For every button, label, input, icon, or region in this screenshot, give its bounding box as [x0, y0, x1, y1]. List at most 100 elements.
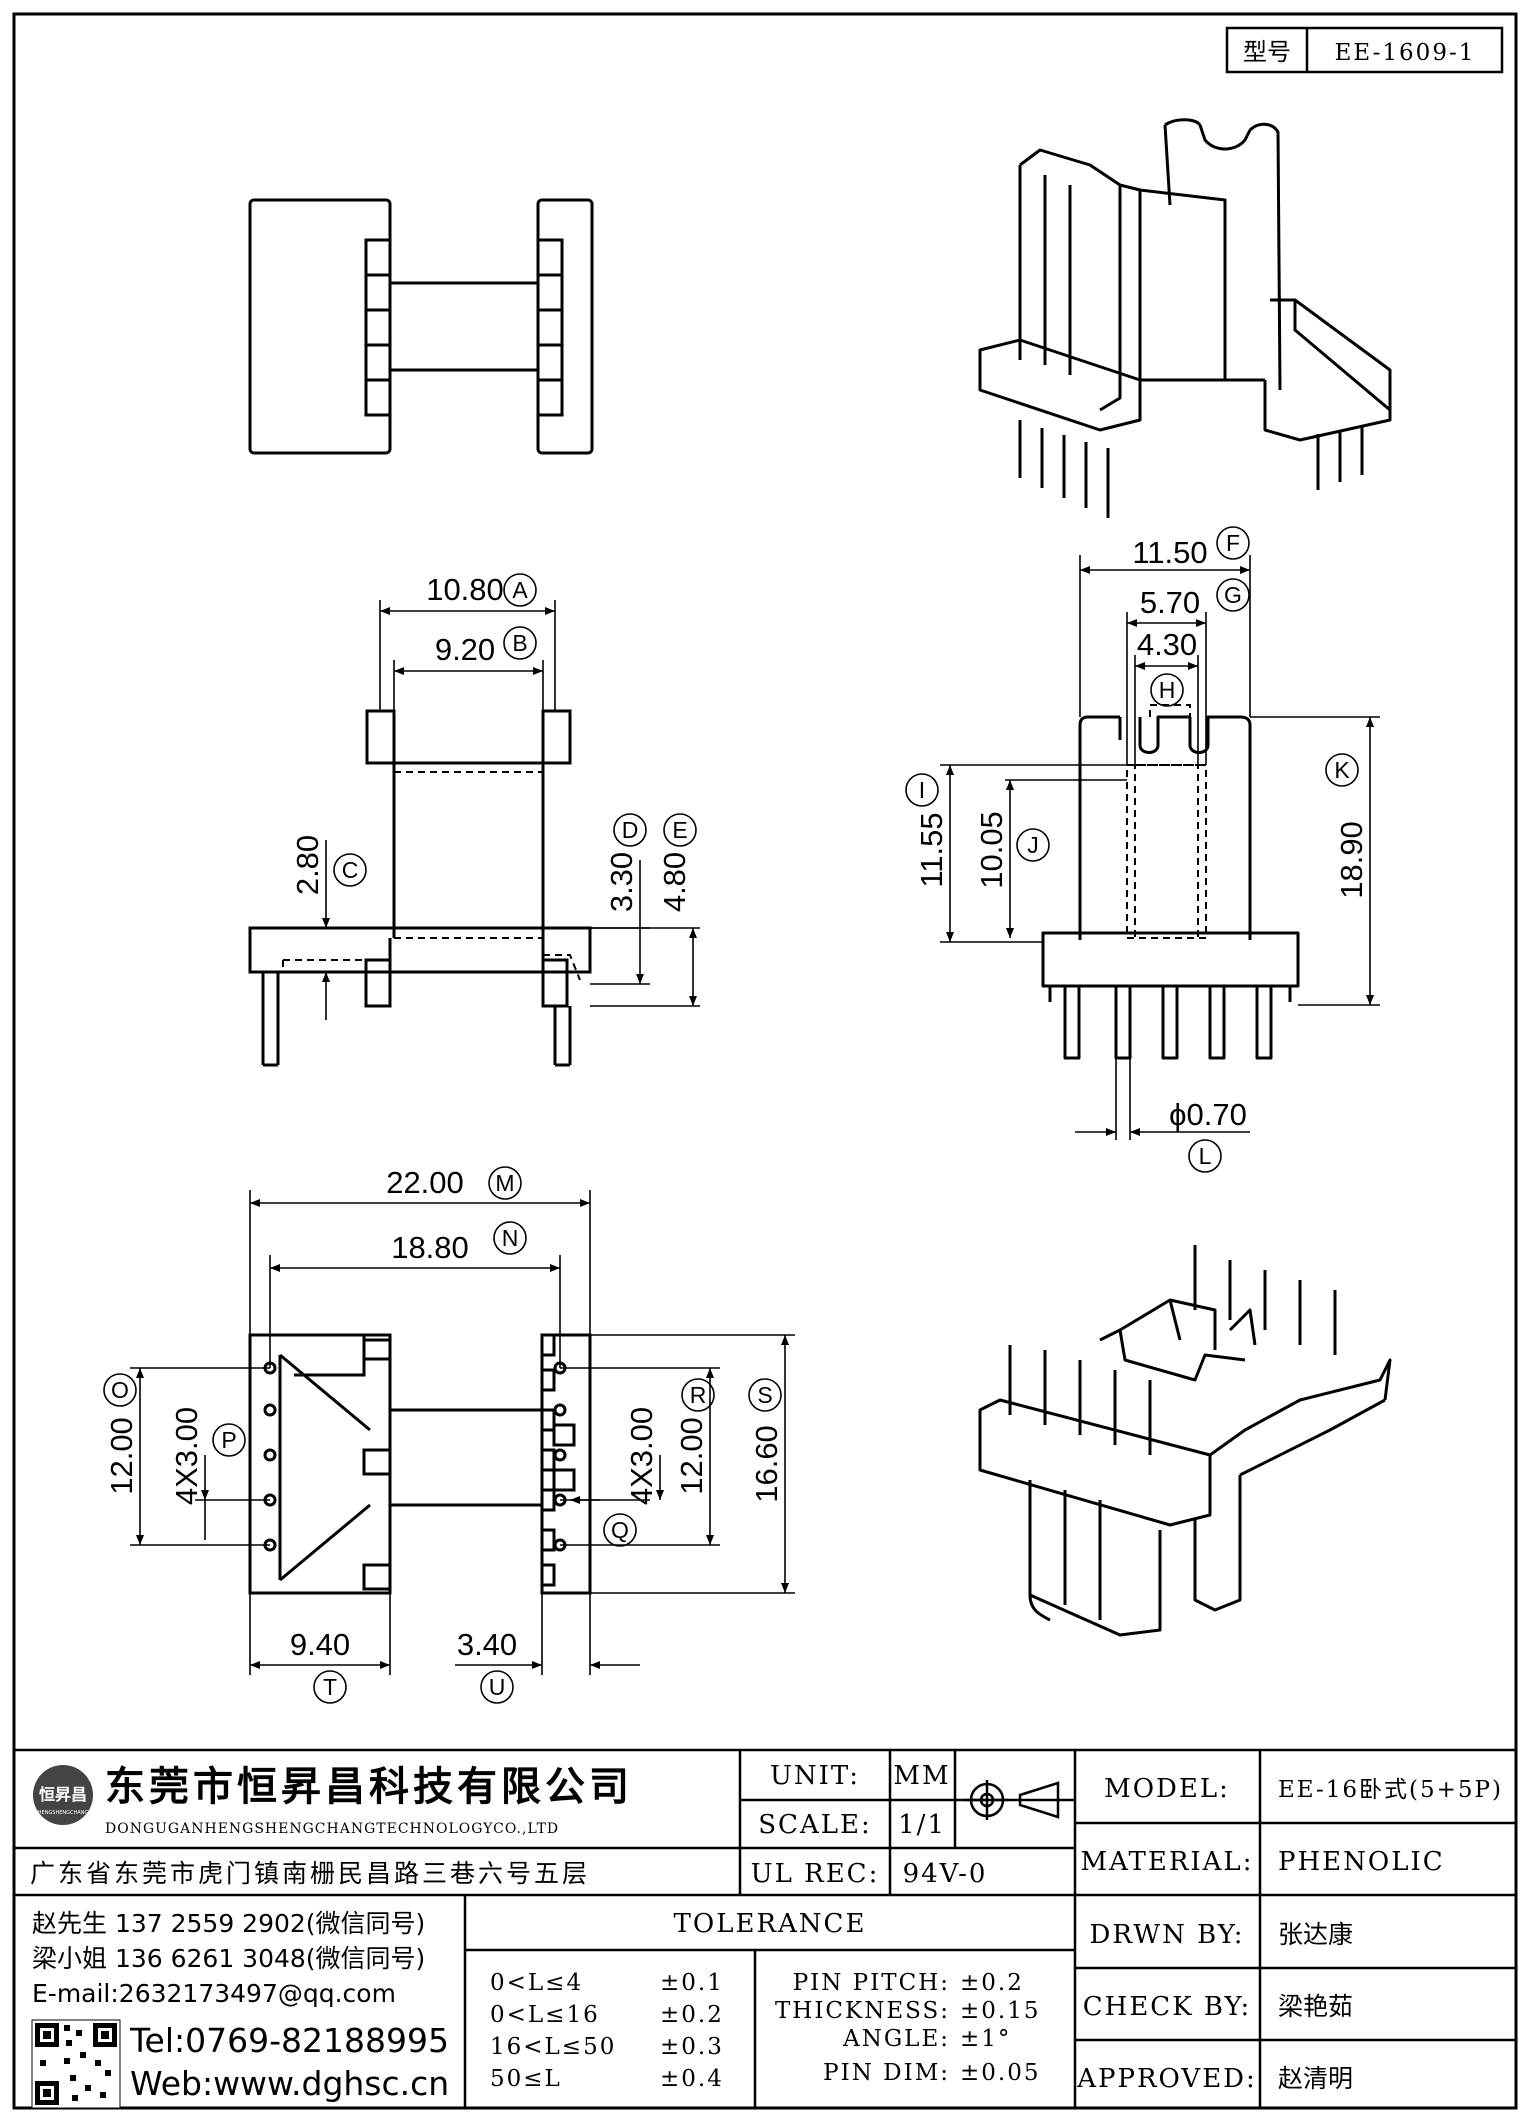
pin-dim-label: PIN DIM:: [823, 2060, 950, 2086]
dimension-lines: [130, 555, 1380, 1675]
top-view: [248, 198, 594, 455]
scale-label: SCALE:: [758, 1810, 872, 1840]
tolerance-extra: PIN PITCH: ±0.2 THICKNESS: ±0.15 ANGLE: …: [775, 1970, 1040, 2086]
tol-value-2: ±0.2: [660, 2002, 724, 2028]
dim-t-value: 9.40: [290, 1627, 350, 1662]
ulrec-value: 94V-0: [903, 1859, 988, 1889]
company-english: DONGUGANHENGSHENGCHANGTECHNOLOGYCO.,LTD: [105, 1821, 559, 1837]
contact-web: Web:www.dghsc.cn: [130, 2064, 449, 2103]
dim-r-value: 4X3.00: [624, 1407, 659, 1505]
dim-k-value: 18.90: [1334, 821, 1369, 899]
callout-c: C: [342, 857, 359, 883]
front-view-hidden: [282, 771, 581, 981]
thickness-label: THICKNESS:: [775, 1998, 950, 2024]
bottom-view: [248, 1333, 592, 1595]
company-name: 东莞市恒昇昌科技有限公司: [105, 1764, 633, 1810]
thickness-value: ±0.15: [960, 1998, 1040, 2024]
header-model-label: 型号: [1243, 38, 1291, 66]
dim-h-value: 4.30: [1137, 627, 1197, 662]
callout-b: B: [512, 630, 527, 656]
angle-value: ±1°: [960, 2026, 1011, 2052]
dim-s-value: 16.60: [749, 1425, 784, 1503]
pin-dim-value: ±0.05: [960, 2060, 1040, 2086]
callout-m: M: [495, 1170, 514, 1196]
dim-e-value: 4.80: [657, 852, 692, 912]
tol-range-1: 0<L≤4: [490, 1970, 583, 1996]
dim-n-value: 18.80: [391, 1230, 469, 1265]
callout-d: D: [622, 817, 639, 843]
dim-q-value: 12.00: [674, 1417, 709, 1495]
pin-pitch-value: ±0.2: [960, 1970, 1024, 1996]
title-block-grid: [14, 1748, 1516, 2108]
dim-a-value: 10.80: [426, 572, 504, 607]
dim-b-value: 9.20: [435, 632, 495, 667]
dim-i-value: 11.55: [914, 812, 949, 887]
tol-range-3: 16<L≤50: [490, 2034, 616, 2060]
callout-h: H: [1159, 677, 1176, 703]
check-label: CHECK BY:: [1083, 1992, 1252, 2022]
callout-u: U: [489, 1674, 506, 1700]
callout-i: I: [919, 777, 925, 803]
model-label: MODEL:: [1104, 1774, 1230, 1804]
callout-n: N: [502, 1225, 519, 1251]
check-value: 梁艳茹: [1278, 1992, 1353, 2021]
callout-f: F: [1226, 530, 1240, 556]
angle-label: ANGLE:: [842, 2026, 950, 2052]
tolerance-title: TOLERANCE: [674, 1909, 867, 1939]
dim-l-value: ϕ0.70: [1169, 1097, 1247, 1132]
front-view: [248, 709, 592, 1067]
dim-o-value: 12.00: [104, 1417, 139, 1495]
dimension-labels: 10.80 9.20 2.80 3.30 4.80 11.50 5.70 4.3…: [104, 535, 1369, 1662]
callout-o: O: [111, 1377, 129, 1403]
drawn-value: 张达康: [1278, 1920, 1353, 1949]
dim-d-value: 3.30: [604, 852, 639, 912]
callout-k: K: [1334, 757, 1350, 783]
tol-range-4: 50≤L: [490, 2066, 562, 2092]
qr-code: [31, 2019, 121, 2109]
logo-subtext: HENGSHENGCHANG: [38, 1810, 89, 1816]
unit-value: MM: [893, 1761, 950, 1791]
contact-email: E-mail:2632173497@qq.com: [32, 1979, 396, 2008]
dim-f-value: 11.50: [1132, 535, 1207, 570]
company-address: 广东省东莞市虎门镇南栅民昌路三巷六号五层: [30, 1859, 590, 1888]
callout-t: T: [323, 1674, 337, 1700]
scale-value: 1/1: [898, 1810, 946, 1840]
material-label: MATERIAL:: [1081, 1847, 1254, 1877]
tol-value-4: ±0.4: [660, 2066, 724, 2092]
dim-p-value: 4X3.00: [169, 1407, 204, 1505]
dim-c-value: 2.80: [290, 835, 325, 895]
contact-tel: Tel:0769-82188995: [129, 2021, 449, 2060]
callouts: [103, 526, 1359, 1704]
approved-label: APPROVED:: [1076, 2064, 1257, 2094]
callout-s: S: [757, 1382, 772, 1408]
tol-value-1: ±0.1: [660, 1970, 724, 1996]
dim-j-value: 10.05: [974, 811, 1009, 889]
contact-2: 梁小姐 136 6261 3048(微信同号): [32, 1944, 425, 1973]
side-view-hidden: [1126, 704, 1207, 939]
iso-view-bottom: [978, 1245, 1392, 1637]
callout-q: Q: [611, 1517, 629, 1543]
callout-p: P: [221, 1427, 236, 1453]
callout-j: J: [1027, 832, 1039, 858]
callout-r: R: [690, 1382, 707, 1408]
header-model-box: 型号 EE-1609-1: [1225, 26, 1504, 74]
header-model-value: EE-1609-1: [1335, 40, 1476, 66]
tol-value-3: ±0.3: [660, 2034, 724, 2060]
iso-view-top: [978, 118, 1392, 518]
pin-pitch-label: PIN PITCH:: [793, 1970, 950, 1996]
material-value: PHENOLIC: [1278, 1847, 1445, 1877]
dim-m-value: 22.00: [386, 1165, 464, 1200]
dim-u-value: 3.40: [457, 1627, 517, 1662]
contact-1: 赵先生 137 2559 2902(微信同号): [32, 1909, 425, 1938]
dim-g-value: 5.70: [1140, 585, 1200, 620]
model-value: EE-16卧式(5+5P): [1278, 1777, 1503, 1803]
ulrec-label: UL REC:: [751, 1859, 880, 1889]
tolerance-rows: 0<L≤4 ±0.1 0<L≤16 ±0.2 16<L≤50 ±0.3 50≤L…: [490, 1970, 724, 2092]
side-view: [1041, 715, 1300, 1060]
unit-label: UNIT:: [770, 1761, 860, 1791]
drawn-label: DRWN BY:: [1090, 1920, 1245, 1950]
callout-e: E: [672, 817, 687, 843]
callout-a: A: [512, 577, 528, 603]
logo-text: 恒昇昌: [39, 1785, 87, 1804]
